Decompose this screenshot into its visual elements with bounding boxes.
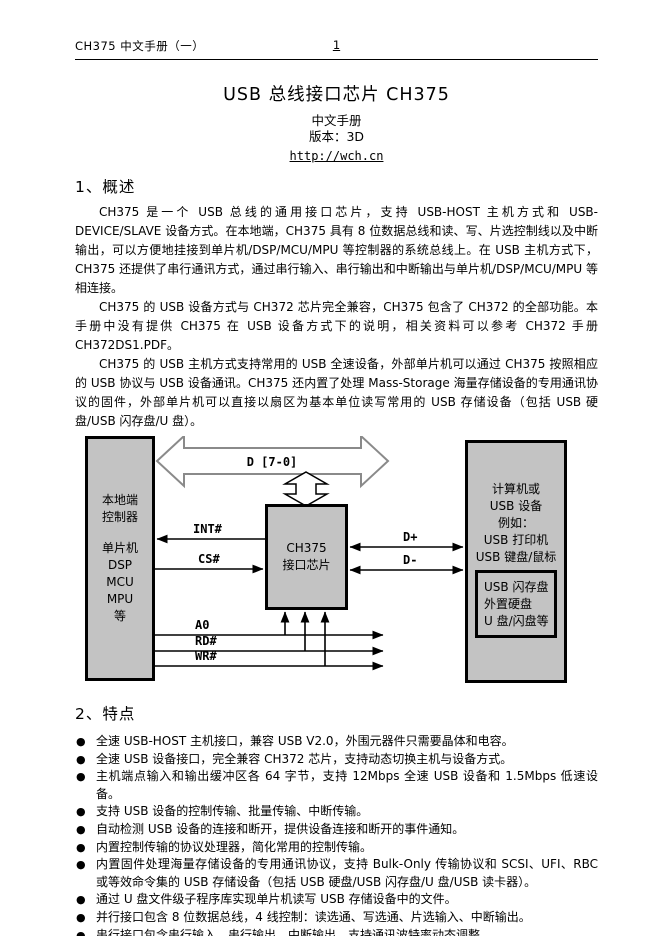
box-line: USB 打印机 (483, 533, 549, 547)
chip-bus-arrow (282, 471, 330, 507)
header-page-number: 1 (332, 38, 341, 52)
box-line: 外置硬盘 (484, 596, 533, 611)
bullet-icon: ● (76, 928, 86, 936)
box-line: USB 键盘/鼠标 (475, 550, 557, 564)
bullet-icon: ● (76, 752, 86, 766)
box-line: 控制器 (101, 510, 138, 524)
feature-item: ● 主机端点输入和输出缓冲区各 64 字节，支持 12Mbps 全速 USB 设… (75, 768, 598, 803)
bullet-icon: ● (76, 910, 86, 924)
usb-device-text: 计算机或 USB 设备 例如： USB 打印机 USB 键盘/鼠标 (465, 440, 567, 566)
bullet-icon: ● (76, 822, 86, 836)
title-block: USB 总线接口芯片 CH375 中文手册 版本：3D http://wch.c… (75, 81, 598, 164)
page-header: CH375 中文手册（一） 1 (75, 38, 598, 60)
bullet-icon: ● (76, 858, 86, 872)
box-line: 本地端 (101, 493, 138, 507)
box-line: CH375 (286, 541, 327, 555)
int-label: INT# (193, 522, 223, 536)
feature-item: ● 支持 USB 设备的控制传输、批量传输、中断传输。 (75, 803, 598, 821)
usb-storage-text: USB 闪存盘 外置硬盘 U 盘/闪盘等 (475, 570, 557, 638)
wch-link[interactable]: http://wch.cn (289, 149, 384, 163)
paragraph: CH375 是一个 USB 总线的通用接口芯片，支持 USB-HOST 主机方式… (75, 205, 598, 295)
box-line: USB 设备 (489, 499, 543, 513)
data-bus-arrow (155, 436, 390, 489)
bullet-icon: ● (76, 840, 86, 854)
usb-device-box (465, 440, 567, 683)
feature-item: ● 串行接口包含串行输入、串行输出、中断输出，支持通讯波特率动态调整。 (75, 927, 598, 936)
box-line: 计算机或 (491, 482, 540, 496)
doc-subtitle: 中文手册 (311, 113, 362, 128)
section2-heading: 2、特点 (75, 705, 136, 723)
page-title: USB 总线接口芯片 CH375 (223, 85, 450, 105)
ch375-chip-box (265, 504, 348, 610)
rd-label: RD# (195, 634, 217, 648)
box-line: DSP (107, 558, 133, 572)
bullet-icon: ● (76, 893, 86, 907)
paragraph: CH375 的 USB 主机方式支持常用的 USB 全速设备，外部单片机可以通过… (75, 357, 598, 428)
a0-label: A0 (195, 618, 209, 632)
block-diagram: D [7-0] INT# CS# A0 RD# WR# D+ D- 本地端 控制… (75, 436, 598, 688)
box-line: MPU (106, 592, 134, 606)
local-controller-text: 本地端 控制器 单片机 DSP MCU MPU 等 (85, 436, 155, 681)
feature-item: ● 通过 U 盘文件级子程序库实现单片机读写 USB 存储设备中的文件。 (75, 891, 598, 909)
feature-item: ● 全速 USB-HOST 主机接口，兼容 USB V2.0，外围元器件只需要晶… (75, 733, 598, 751)
cs-label: CS# (198, 552, 220, 566)
box-line: 例如： (497, 516, 534, 530)
bullet-icon: ● (76, 770, 86, 784)
feature-item: ● 内置固件处理海量存储设备的专用通讯协议，支持 Bulk-Only 传输协议和… (75, 856, 598, 891)
doc-version: 版本：3D (308, 129, 365, 144)
diagram-canvas: D [7-0] INT# CS# A0 RD# WR# D+ D- (85, 436, 567, 683)
bullet-icon: ● (76, 735, 86, 748)
feature-item: ● 自动检测 USB 设备的连接和断开，提供设备连接和断开的事件通知。 (75, 821, 598, 839)
dminus-label: D- (403, 553, 417, 567)
header-doc-title: CH375 中文手册（一） (75, 39, 205, 53)
section1-body: CH375 是一个 USB 总线的通用接口芯片，支持 USB-HOST 主机方式… (75, 203, 598, 431)
usb-storage-box (475, 570, 557, 638)
box-line: 接口芯片 (282, 558, 331, 572)
paragraph: CH375 的 USB 设备方式与 CH372 芯片完全兼容，CH375 包含了… (75, 300, 598, 352)
box-line: 等 (113, 609, 126, 623)
feature-item: ● 全速 USB 设备接口，完全兼容 CH372 芯片，支持动态切换主机与设备方… (75, 751, 598, 769)
box-line: USB 闪存盘 (484, 579, 549, 594)
bus-label: D [7-0] (247, 455, 298, 469)
feature-item: ● 内置控制传输的协议处理器，简化常用的控制传输。 (75, 839, 598, 857)
section1-heading: 1、概述 (75, 178, 136, 196)
box-line: 单片机 (101, 541, 138, 555)
bullet-icon: ● (76, 805, 86, 819)
feature-item: ● 并行接口包含 8 位数据总线，4 线控制：读选通、写选通、片选输入、中断输出… (75, 909, 598, 927)
local-controller-box (85, 436, 155, 681)
dplus-label: D+ (403, 530, 417, 544)
ch375-chip-text: CH375 接口芯片 (265, 504, 348, 610)
wr-label: WR# (195, 649, 217, 663)
box-line: MCU (106, 575, 134, 589)
page-content: CH375 中文手册（一） 1 USB 总线接口芯片 CH375 中文手册 版本… (75, 38, 598, 936)
box-line: U 盘/闪盘等 (484, 613, 549, 628)
feature-list: ● 全速 USB-HOST 主机接口，兼容 USB V2.0，外围元器件只需要晶… (75, 733, 598, 936)
